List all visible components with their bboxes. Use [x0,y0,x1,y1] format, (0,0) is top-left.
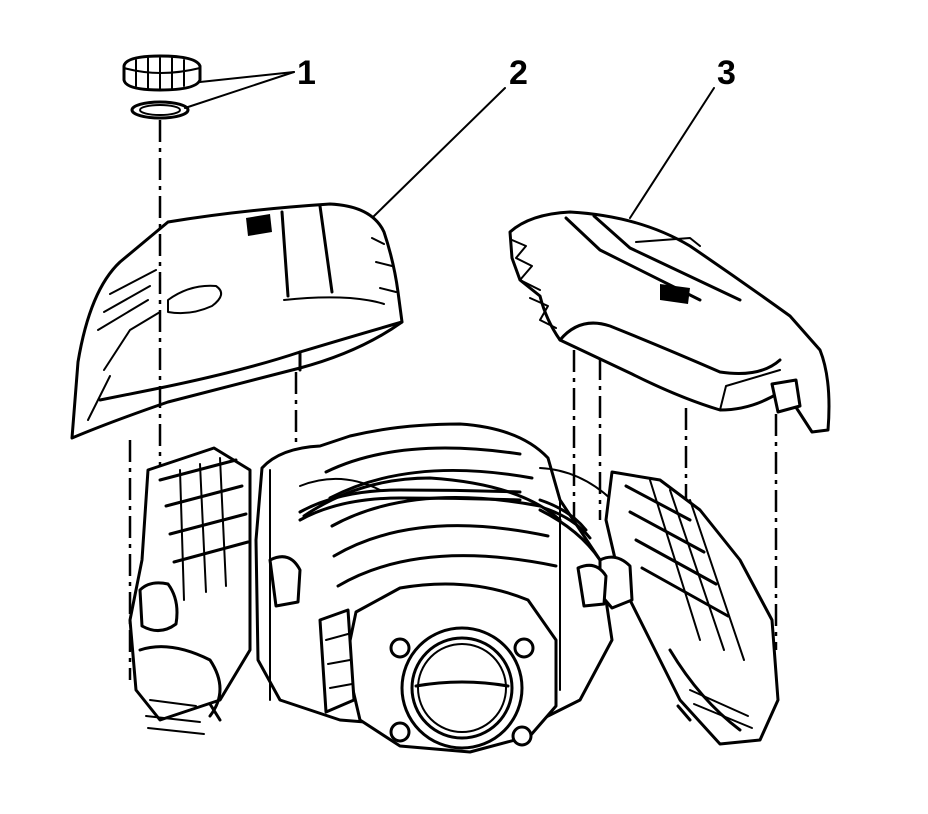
callout-2-leader [371,87,506,219]
left-engine-cover [70,202,404,440]
right-cover-retainer-clip [770,378,802,414]
callout-3-label: 3 [717,54,736,92]
callout-2-label: 2 [509,54,528,92]
callout-2: 2 [371,54,528,219]
callout-3: 3 [629,54,736,219]
right-engine-cover [508,210,831,434]
callout-3-leader [629,87,715,219]
left-fuel-rail-injectors [128,446,252,735]
oil-fill-cap [122,54,202,92]
oil-fill-cap-seal [130,100,190,120]
callout-1: 1 [184,54,316,109]
right-fuel-rail-injectors [598,470,780,746]
callout-1-leader-cap [199,71,295,83]
callout-1-label: 1 [297,54,316,92]
fuel-hoses [268,488,608,608]
callout-1-leader-seal [184,71,295,109]
throttle-body [318,582,558,754]
